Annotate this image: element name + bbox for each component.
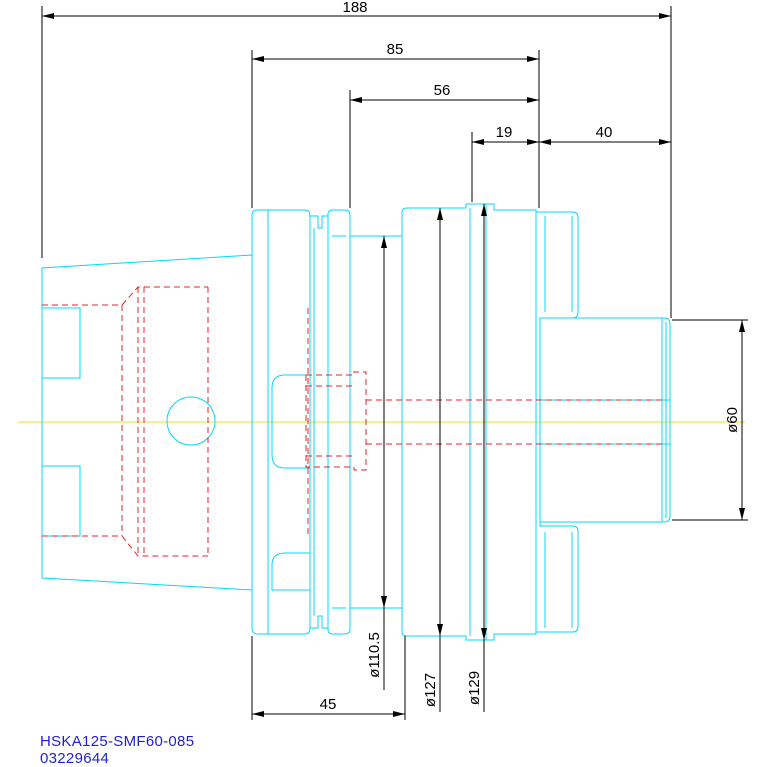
dim-diameter-110-5: ø110.5 [366, 632, 383, 678]
dim-length-45: 45 [320, 696, 337, 713]
dim-overall-length: 188 [342, 0, 367, 16]
dim-length-40: 40 [596, 124, 613, 141]
hidden-lines [42, 286, 664, 557]
dim-diameter-129: ø129 [466, 671, 483, 705]
part-number: 03229644 [40, 750, 109, 767]
dim-length-19: 19 [496, 124, 513, 141]
part-name: HSKA125-SMF60-085 [40, 733, 194, 750]
dim-diameter-127: ø127 [422, 673, 439, 707]
dim-diameter-60: ø60 [724, 407, 741, 433]
dim-length-85: 85 [387, 41, 404, 58]
dim-length-56: 56 [434, 82, 451, 99]
dimension-lines [41, 6, 748, 720]
